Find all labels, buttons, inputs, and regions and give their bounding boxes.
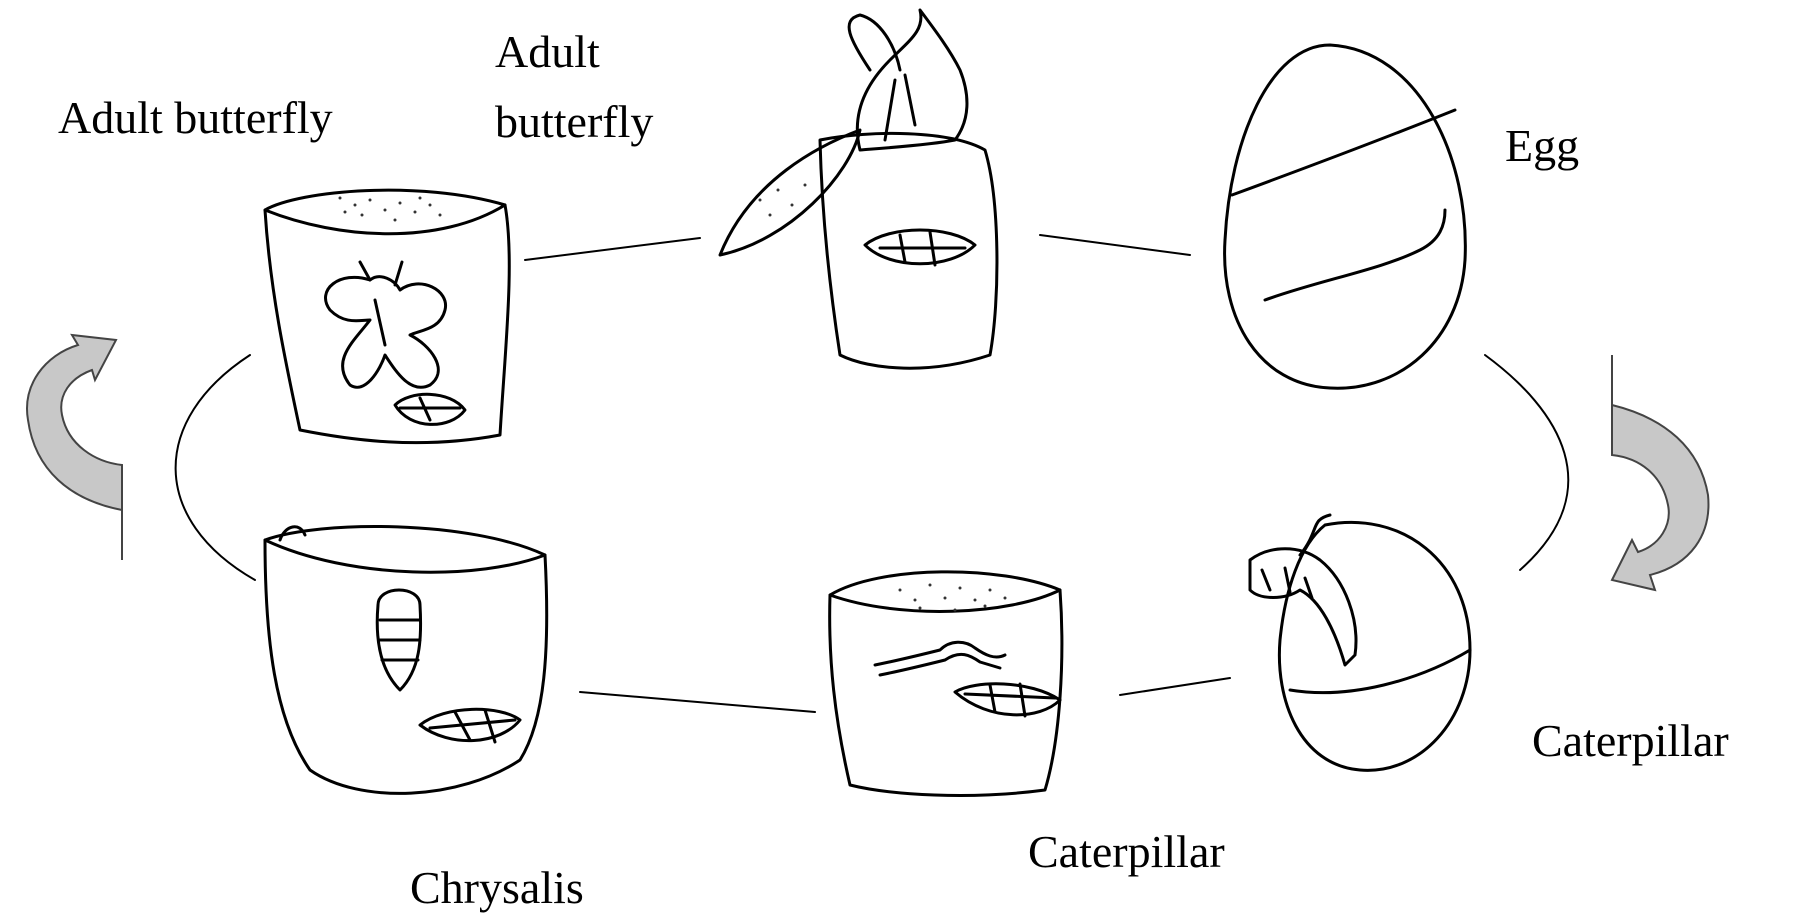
egg-icon (1225, 45, 1466, 388)
label-adult-butterfly-top-line1: Adult (495, 26, 600, 78)
label-adult-butterfly-top-line2: butterfly (495, 96, 653, 148)
curved-arrow-right-icon (1612, 355, 1708, 590)
label-caterpillar-right: Caterpillar (1532, 715, 1729, 767)
jar-butterfly-emerging-icon (720, 10, 997, 368)
jar-adult-butterfly-icon (265, 190, 509, 442)
jar-caterpillar-icon (830, 572, 1062, 796)
jar-chrysalis-icon (265, 526, 547, 793)
egg-hatching-caterpillar-icon (1250, 515, 1470, 770)
label-egg: Egg (1505, 120, 1579, 172)
label-adult-butterfly-left: Adult butterfly (58, 92, 333, 144)
curved-arrow-left-icon (27, 335, 122, 560)
label-caterpillar-bottom: Caterpillar (1028, 826, 1225, 878)
label-chrysalis: Chrysalis (410, 862, 584, 914)
